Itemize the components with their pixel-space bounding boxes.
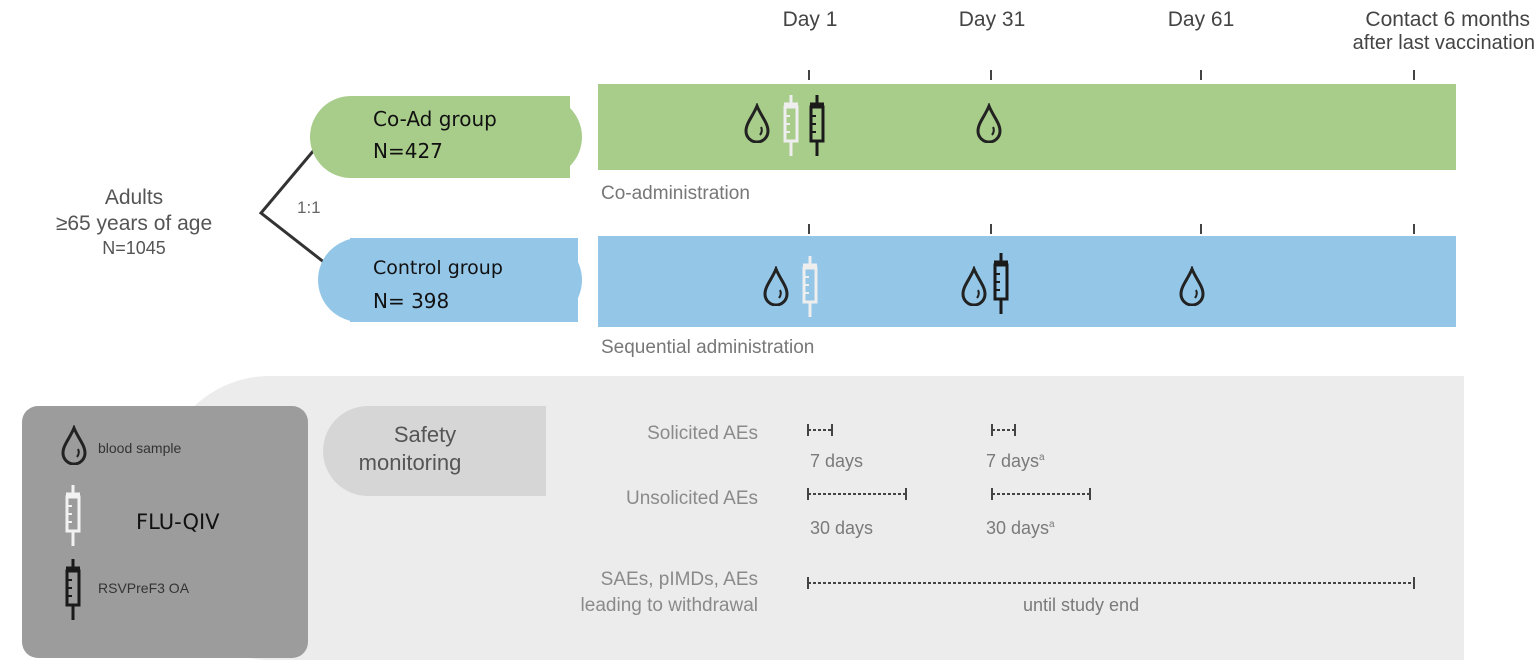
- rsv-syringe-icon: [62, 558, 84, 622]
- tick-day1-mid: [808, 224, 810, 234]
- tick-day1-top: [808, 70, 810, 80]
- unsolicited-day31-text: 30 days: [986, 518, 1050, 538]
- solicited-label: Solicited AEs: [647, 423, 758, 444]
- tick-contact-top: [1413, 70, 1415, 80]
- solicited-day31-duration: 7 daysa: [986, 451, 1045, 472]
- safety-title-line1: Safety: [393, 422, 457, 447]
- ratio-label: 1:1: [297, 198, 321, 217]
- unsolicited-day1-duration: 30 days: [810, 518, 874, 538]
- blood-drop-icon: [975, 103, 1003, 143]
- unsolicited-label: Unsolicited AEs: [625, 488, 758, 509]
- solicited-day1-duration: 7 days: [810, 451, 864, 471]
- randomization-branch: [258, 136, 325, 265]
- tick-day61-top: [1200, 70, 1202, 80]
- blood-drop-icon: [1178, 266, 1206, 306]
- population-line2: ≥65 years of age: [55, 212, 213, 235]
- sae-label-line1: SAEs, pIMDs, AEs: [600, 569, 758, 590]
- day31-label: Day 31: [958, 8, 1026, 31]
- tick-day31-top: [990, 70, 992, 80]
- control-group-name: Control group: [373, 257, 503, 279]
- coad-pill: [350, 96, 582, 178]
- sae-label-line2: leading to withdrawal: [580, 595, 758, 616]
- contact-label-line1: Contact 6 months: [1365, 8, 1530, 31]
- legend-blood-label: blood sample: [98, 440, 182, 456]
- population-line1: Adults: [104, 186, 164, 209]
- until-study-end: until study end: [1023, 595, 1140, 615]
- control-pill: [350, 238, 582, 322]
- safety-title-line2: monitoring: [358, 450, 462, 475]
- blood-drop-icon: [60, 425, 88, 465]
- flu-syringe-icon: [780, 94, 802, 158]
- blood-drop-icon: [762, 266, 790, 306]
- duration-markers: [807, 424, 1415, 589]
- control-caption: Sequential administration: [601, 337, 815, 358]
- coad-group-name: Co-Ad group: [373, 107, 497, 131]
- coad-caption: Co-administration: [601, 183, 750, 204]
- legend-flu-label: FLU-QIV: [136, 510, 220, 534]
- tick-day31-mid: [990, 224, 992, 234]
- flu-syringe-icon: [62, 484, 84, 548]
- control-group-n: N= 398: [373, 289, 450, 313]
- population-label: Adults ≥65 years of age N=1045: [0, 185, 268, 259]
- day61-label: Day 61: [1167, 8, 1235, 31]
- blood-drop-icon: [743, 103, 771, 143]
- solicited-day31-text: 7 days: [986, 451, 1040, 471]
- control-timeline-bar: [598, 236, 1456, 327]
- day1-label: Day 1: [782, 8, 838, 31]
- footnote-a: a: [1049, 519, 1055, 530]
- tick-contact-mid: [1413, 224, 1415, 234]
- coad-timeline-bar: [598, 84, 1456, 170]
- contact-label-line2: after last vaccination: [1352, 32, 1535, 54]
- legend-rsv-label: RSVPreF3 OA: [98, 580, 190, 596]
- rsv-syringe-icon: [806, 94, 828, 158]
- safety-monitoring-tab: [323, 406, 546, 496]
- unsolicited-day31-duration: 30 daysa: [986, 518, 1055, 539]
- tick-day61-mid: [1200, 224, 1202, 234]
- flu-syringe-icon: [799, 255, 821, 319]
- footnote-a: a: [1039, 452, 1045, 463]
- blood-drop-icon: [960, 266, 988, 306]
- rsv-syringe-icon: [990, 252, 1012, 316]
- population-line3: N=1045: [102, 238, 166, 258]
- coad-group-n: N=427: [373, 139, 443, 163]
